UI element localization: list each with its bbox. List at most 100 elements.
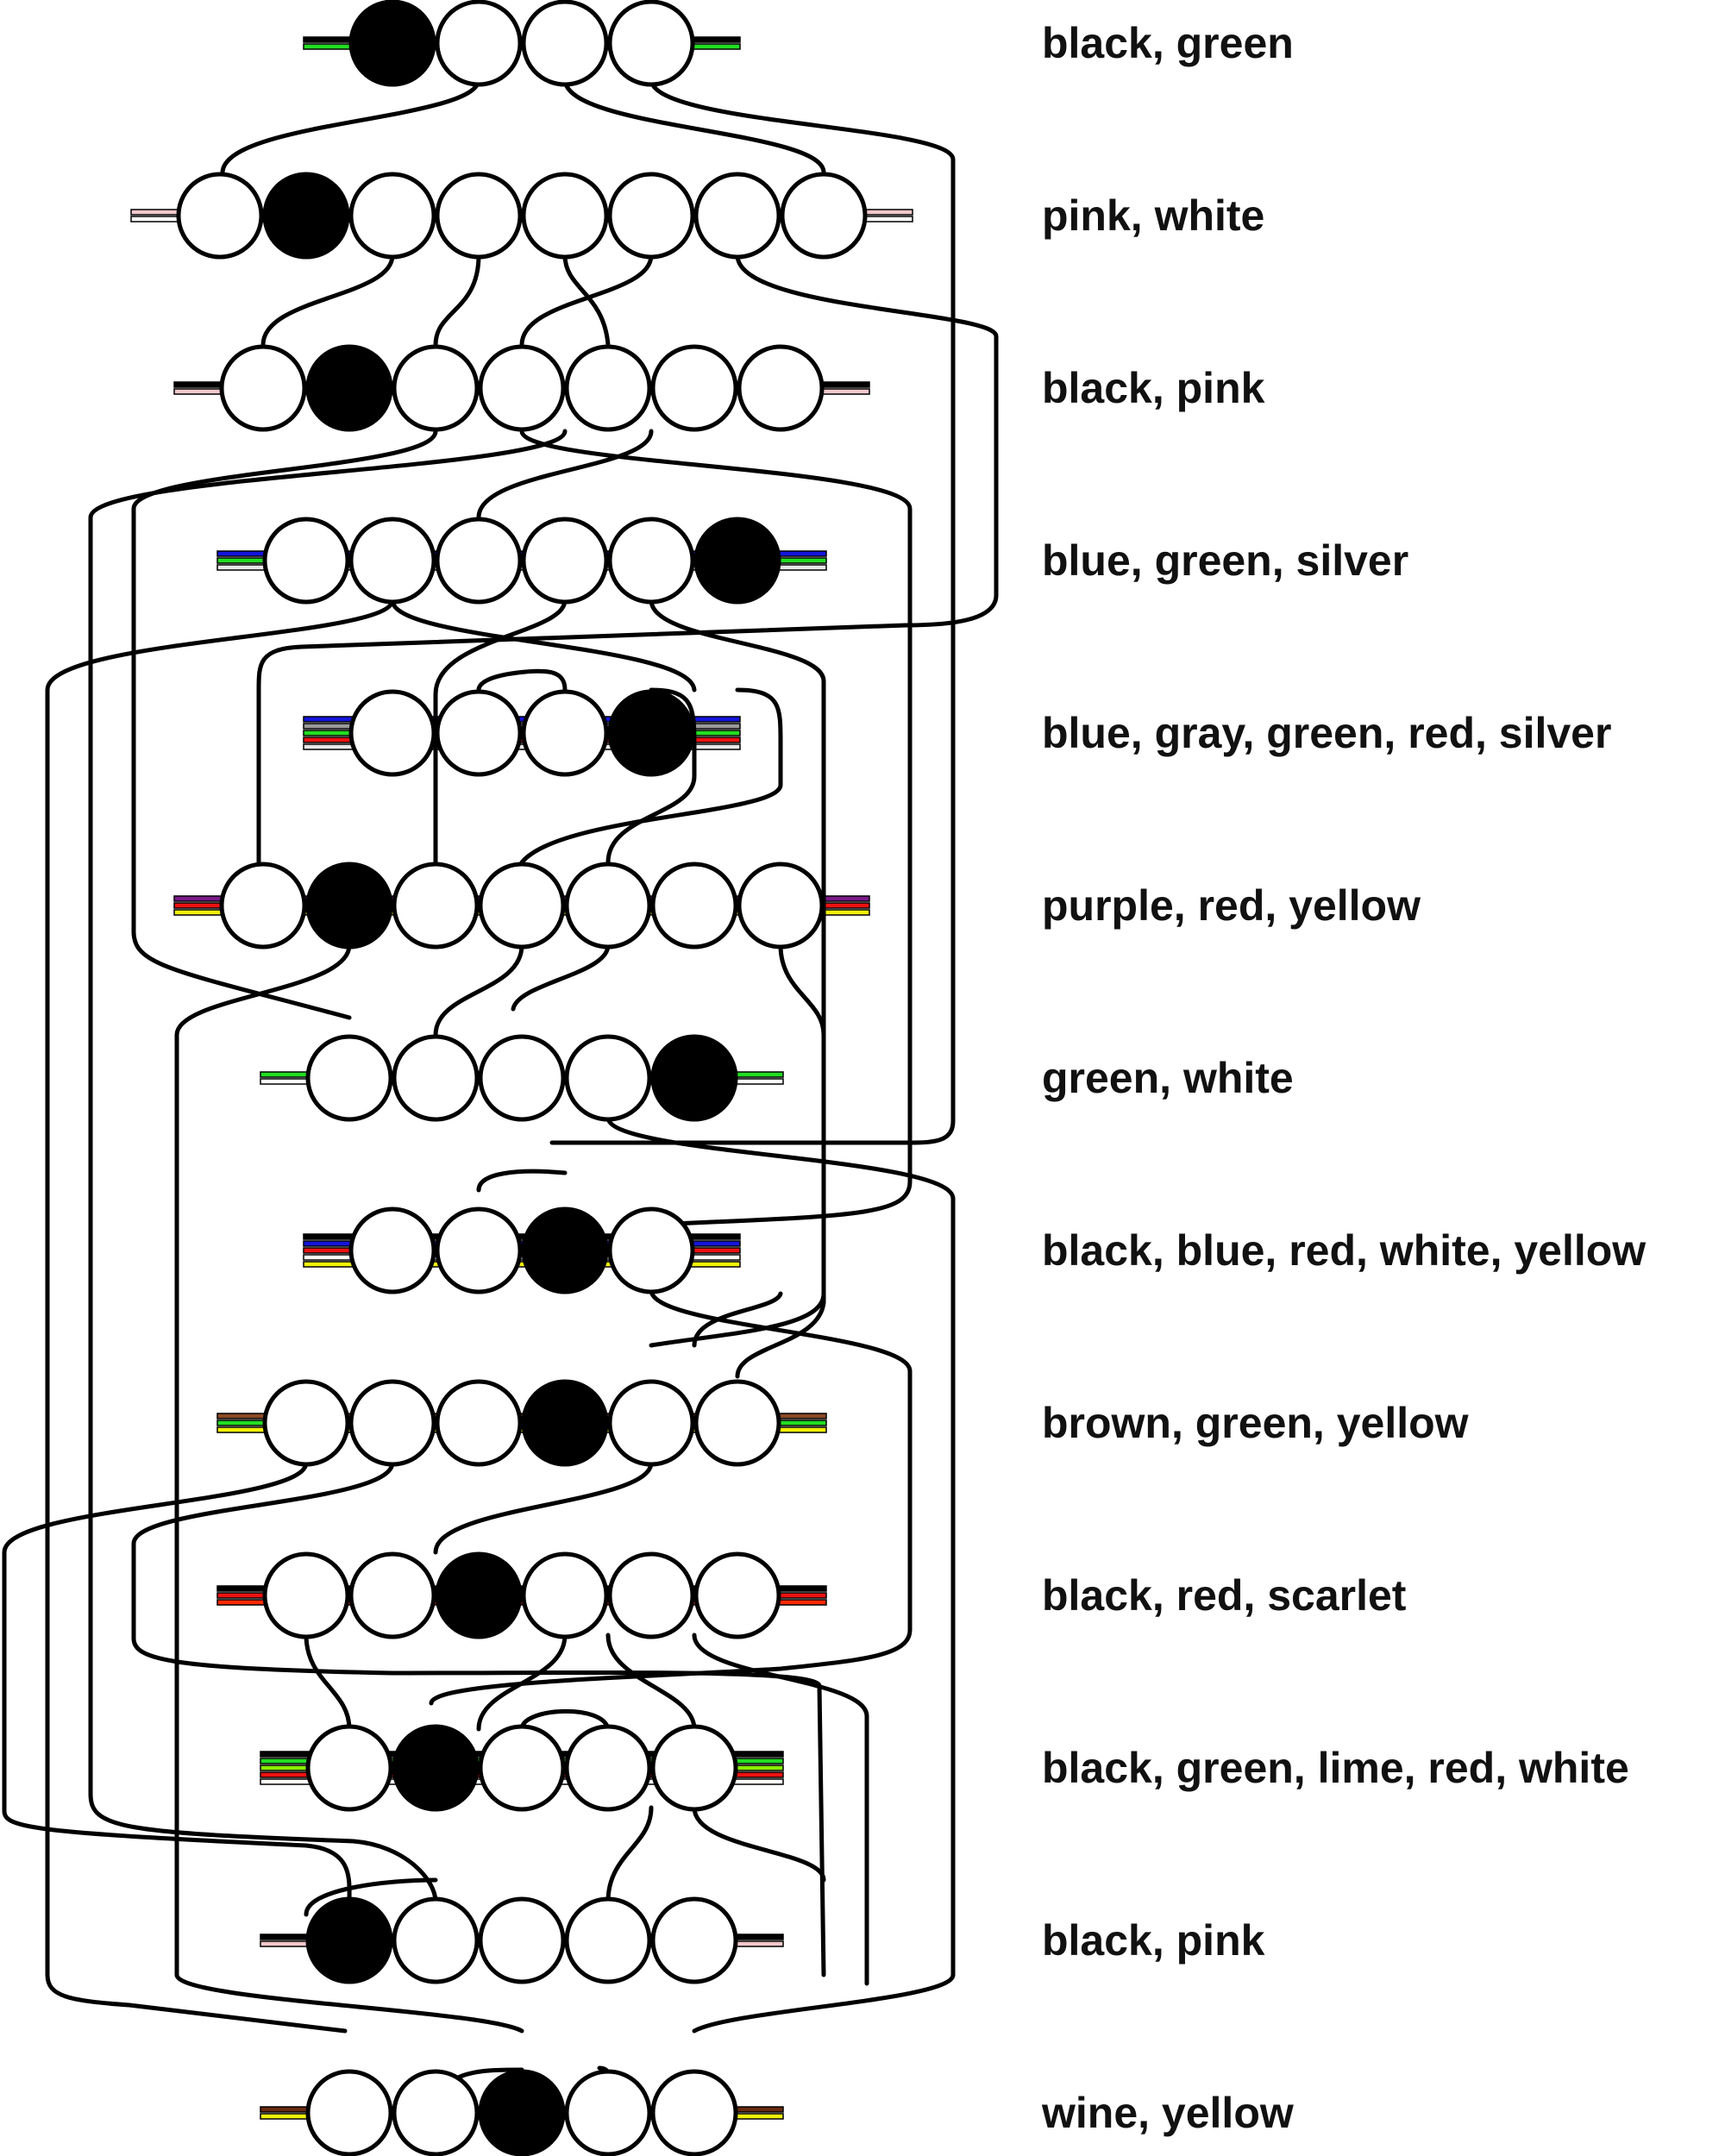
bead-empty [348, 517, 436, 605]
bead-empty [348, 172, 436, 260]
bead-empty [521, 689, 609, 777]
bead-empty [262, 1379, 350, 1467]
cable [605, 1633, 697, 1732]
bead-empty [521, 517, 609, 605]
row-label: pink, white [1042, 191, 1264, 240]
bead-empty [564, 862, 652, 950]
wire-yellow [303, 1261, 741, 1268]
bead-filled [607, 689, 695, 777]
bead-empty [607, 517, 695, 605]
row-label: black, pink [1042, 364, 1265, 412]
bead-empty [435, 1206, 523, 1294]
bead-empty [392, 2069, 480, 2156]
cable [131, 429, 438, 1020]
row-label: black, pink [1042, 1916, 1265, 1965]
bead-empty [392, 1896, 480, 1984]
cable [562, 253, 611, 348]
cable [605, 1805, 654, 1904]
cable [256, 253, 999, 865]
cable [476, 1169, 568, 1193]
row-label: green, white [1042, 1054, 1294, 1102]
cable [692, 1291, 783, 1348]
cable [433, 598, 568, 865]
bead-empty [693, 1551, 781, 1639]
bead-empty [607, 1551, 695, 1639]
bead-empty [650, 2069, 738, 2156]
bead-empty [435, 1379, 523, 1467]
bead-empty [435, 517, 523, 605]
bead-empty [435, 172, 523, 260]
cable [511, 943, 611, 1012]
bead-filled [348, 0, 436, 87]
row-label: brown, green, yellow [1042, 1399, 1469, 1447]
row-label: wine, yellow [1041, 2089, 1294, 2137]
cable [605, 1115, 956, 2034]
cable [260, 253, 395, 348]
cable [433, 943, 524, 1037]
bead-empty [780, 172, 868, 260]
bead-filled [392, 1724, 480, 1812]
bead-empty [521, 1551, 609, 1639]
bead-empty [564, 1724, 652, 1812]
bead-empty [262, 1551, 350, 1639]
bead-empty [564, 2069, 652, 2156]
bead-empty [607, 1379, 695, 1467]
cable [304, 1877, 438, 1917]
cable [519, 429, 913, 1227]
connecting-cables-layer [2, 77, 999, 2120]
bead-empty [435, 0, 523, 87]
bead-empty [262, 517, 350, 605]
cable [429, 1288, 913, 1706]
cable [649, 598, 826, 1348]
bead-empty [305, 1724, 393, 1812]
bead-empty [219, 344, 307, 432]
bead-empty [478, 1724, 566, 1812]
cable [778, 943, 826, 1305]
bead-filled [693, 517, 781, 605]
bead-empty [607, 0, 695, 87]
bead-empty [305, 1034, 393, 1122]
wire-blue [303, 716, 741, 723]
cable [519, 253, 654, 348]
cable [433, 1460, 654, 1555]
cable [220, 77, 481, 175]
cable [549, 77, 956, 1145]
bead-empty [564, 1896, 652, 1984]
bead-empty [305, 2069, 393, 2156]
bead-filled [305, 1896, 393, 1984]
wire-black [303, 1233, 741, 1240]
row-label: black, blue, red, white, yellow [1042, 1226, 1646, 1275]
bead-empty [737, 344, 825, 432]
beads-layer [176, 0, 868, 2156]
bead-filled [262, 172, 350, 260]
bead-empty [693, 1379, 781, 1467]
cable [433, 253, 481, 348]
row-label: black, green [1042, 19, 1294, 67]
cable [131, 1460, 826, 1977]
bead-filled [521, 1379, 609, 1467]
cable [88, 429, 568, 1904]
bead-filled [435, 1551, 523, 1639]
cable [519, 687, 783, 865]
bead-empty [392, 1034, 480, 1122]
row-label: black, red, scarlet [1042, 1571, 1407, 1620]
bead-empty [219, 862, 307, 950]
bead-empty [650, 1724, 738, 1812]
bead-empty [650, 1896, 738, 1984]
bead-empty [478, 862, 566, 950]
cable [519, 1708, 611, 1732]
cable [304, 1633, 352, 1732]
cable [390, 598, 697, 693]
bead-empty [392, 862, 480, 950]
wire-silver [303, 743, 741, 750]
cable [692, 1805, 826, 1883]
row-label: purple, red, yellow [1042, 881, 1421, 930]
bead-empty [478, 1034, 566, 1122]
cable [45, 598, 395, 2034]
bead-empty [435, 689, 523, 777]
bead-empty [737, 862, 825, 950]
cable [2, 1460, 352, 1904]
bead-empty [521, 0, 609, 87]
bead-empty [348, 689, 436, 777]
